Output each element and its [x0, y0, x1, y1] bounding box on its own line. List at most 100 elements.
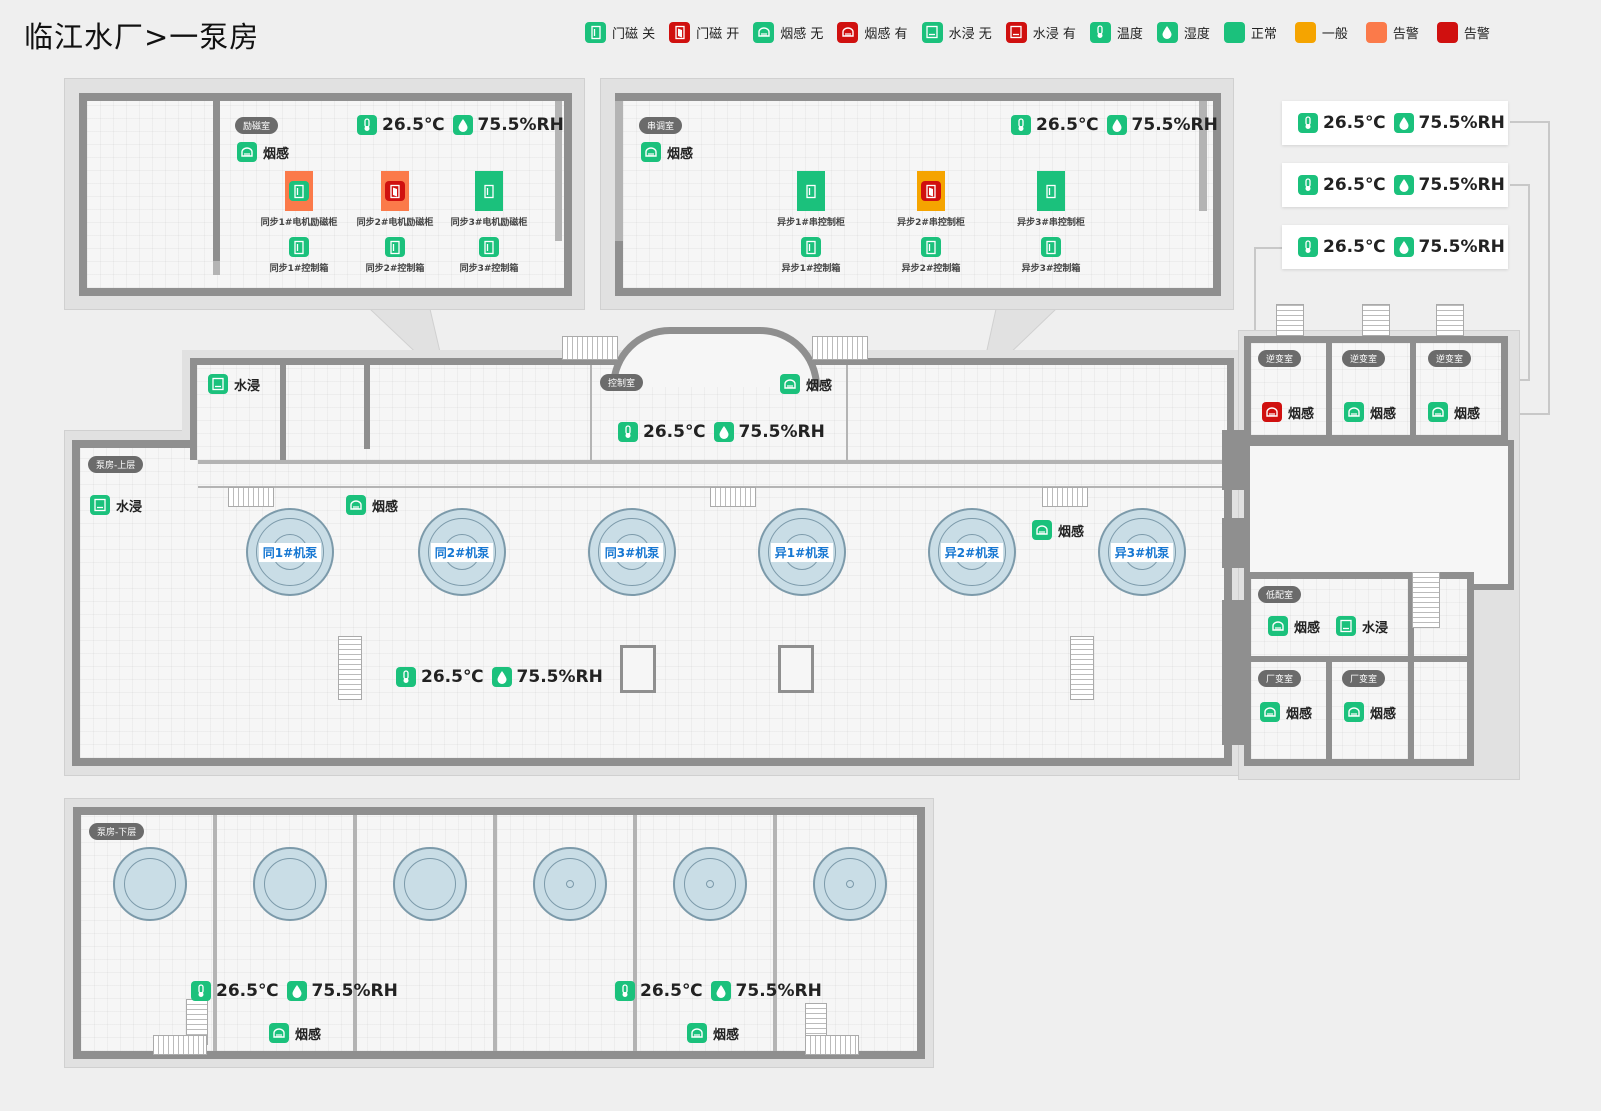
control-box-device[interactable]: 同步1#控制箱 — [259, 237, 339, 274]
cabinet-device[interactable]: 同步1#电机励磁柜 — [259, 171, 339, 228]
cabinet[interactable] — [797, 171, 825, 211]
cabinet-device[interactable]: 异步3#串控制柜 — [1011, 171, 1091, 228]
temp-humidity-lower-2: 26.5℃ 75.5%RH — [615, 981, 822, 1001]
lower-pump-unit[interactable] — [673, 847, 747, 921]
smoke-sensor-upper-1: 烟感 — [346, 495, 398, 515]
pump-unit[interactable]: 异1#机泵 — [758, 508, 846, 596]
cabinet[interactable] — [917, 171, 945, 211]
smoke-icon — [1032, 520, 1052, 540]
water-icon — [90, 495, 110, 515]
room-tag-excitation: 励磁室 — [235, 117, 279, 134]
control-box-device[interactable]: 异步3#控制箱 — [1011, 237, 1091, 274]
thermometer-icon — [1089, 21, 1111, 43]
thermometer-icon — [1298, 237, 1318, 257]
cabinet[interactable] — [285, 171, 313, 211]
smoke-sensor-low-dist: 烟感 — [1268, 616, 1320, 636]
room-tag-inverter-1: 逆变室 — [1258, 350, 1302, 367]
pump-unit[interactable]: 同2#机泵 — [418, 508, 506, 596]
room-tag-plant-trans-2: 厂变室 — [1342, 670, 1386, 687]
lower-pump-unit[interactable] — [393, 847, 467, 921]
control-box-device[interactable]: 同步3#控制箱 — [449, 237, 529, 274]
pump-unit[interactable]: 异2#机泵 — [928, 508, 1016, 596]
temp-humidity-inverter-1: 26.5℃ 75.5%RH — [1298, 237, 1505, 257]
temp-humidity-control: 26.5℃ 75.5%RH — [618, 422, 825, 442]
stairs — [1042, 487, 1088, 507]
smoke-icon — [753, 21, 775, 43]
smoke-sensor-inverter-1: 烟感 — [1262, 402, 1314, 422]
droplet-icon — [1393, 175, 1414, 195]
room-tag-series: 串调室 — [639, 117, 683, 134]
thermometer-icon — [191, 981, 211, 1001]
legend-item: 告警 — [1436, 21, 1490, 43]
lower-pump-unit[interactable] — [113, 847, 187, 921]
cabinet[interactable] — [381, 171, 409, 211]
legend-item: 正常 — [1223, 21, 1277, 43]
stairs — [812, 336, 868, 360]
legend: 门磁 关门磁 开烟感 无烟感 有水浸 无水浸 有温度湿度正常一般告警告警 — [585, 20, 1508, 44]
cabinet-device[interactable]: 同步2#电机励磁柜 — [355, 171, 435, 228]
stairs — [1412, 572, 1440, 628]
water-icon — [1336, 616, 1356, 636]
smoke-icon — [1428, 402, 1448, 422]
smoke-sensor-upper-2: 烟感 — [1032, 520, 1084, 540]
room-tag-pump-lower: 泵房-下层 — [89, 823, 145, 840]
color-swatch — [1223, 21, 1245, 43]
control-box-device[interactable]: 同步2#控制箱 — [355, 237, 435, 274]
door-open-icon — [385, 181, 405, 201]
thermometer-icon — [1011, 115, 1031, 135]
droplet-icon — [286, 981, 307, 1001]
temp-humidity-series: 26.5℃ 75.5%RH — [1011, 115, 1218, 135]
droplet-icon — [713, 422, 734, 442]
page-title: 临江水厂>一泵房 — [24, 20, 260, 54]
legend-item: 湿度 — [1156, 21, 1210, 43]
legend-item: 水浸 有 — [1005, 21, 1076, 43]
thermometer-icon — [396, 667, 416, 687]
legend-item: 门磁 关 — [585, 21, 655, 43]
control-box-device[interactable]: 异步1#控制箱 — [771, 237, 851, 274]
droplet-icon — [491, 667, 512, 687]
cabinet-device[interactable]: 同步3#电机励磁柜 — [449, 171, 529, 228]
callout-inverter-2: 26.5℃ 75.5%RH — [1282, 163, 1508, 207]
color-swatch — [1294, 21, 1316, 43]
smoke-icon — [346, 495, 366, 515]
door-closed-icon — [585, 21, 606, 43]
stairs — [1362, 304, 1390, 336]
cabinet[interactable] — [1037, 171, 1065, 211]
smoke-sensor-control: 烟感 — [780, 374, 832, 394]
cabinet-device[interactable]: 异步1#串控制柜 — [771, 171, 851, 228]
legend-item: 门磁 开 — [669, 21, 739, 43]
temp-humidity-excitation: 26.5℃ 75.5%RH — [357, 115, 564, 135]
cabinet-device[interactable]: 异步2#串控制柜 — [891, 171, 971, 228]
droplet-icon — [710, 981, 731, 1001]
lower-pump-unit[interactable] — [533, 847, 607, 921]
excitation-room-plan: 励磁室 26.5℃ 75.5%RH 烟感 同步1#电机励磁柜同步1#控制箱同步2… — [64, 78, 585, 310]
door-closed-icon — [921, 237, 941, 257]
room-tag-control: 控制室 — [600, 374, 644, 391]
hatch — [620, 645, 656, 693]
door-closed-icon — [801, 237, 821, 257]
pump-unit[interactable]: 同3#机泵 — [588, 508, 676, 596]
room-tag-plant-trans-1: 厂变室 — [1258, 670, 1302, 687]
control-box-device[interactable]: 异步2#控制箱 — [891, 237, 971, 274]
droplet-icon — [1393, 237, 1414, 257]
door-closed-icon — [479, 181, 499, 201]
water-icon — [208, 374, 228, 394]
smoke-icon — [1268, 616, 1288, 636]
smoke-sensor-plant-trans-2: 烟感 — [1344, 702, 1396, 722]
pump-unit[interactable]: 同1#机泵 — [246, 508, 334, 596]
legend-item: 温度 — [1089, 21, 1143, 43]
lower-pump-unit[interactable] — [253, 847, 327, 921]
water-icon — [921, 21, 943, 43]
smoke-icon — [269, 1023, 289, 1043]
pump-unit[interactable]: 异3#机泵 — [1098, 508, 1186, 596]
color-swatch — [1365, 21, 1387, 43]
thermometer-icon — [618, 422, 638, 442]
cabinet[interactable] — [475, 171, 503, 211]
thermometer-icon — [615, 981, 635, 1001]
legend-item: 水浸 无 — [921, 21, 992, 43]
water-sensor-north: 水浸 — [208, 374, 260, 394]
lower-pump-unit[interactable] — [813, 847, 887, 921]
stairs — [1070, 636, 1094, 700]
legend-item: 告警 — [1365, 21, 1419, 43]
smoke-sensor-series: 烟感 — [641, 142, 693, 162]
